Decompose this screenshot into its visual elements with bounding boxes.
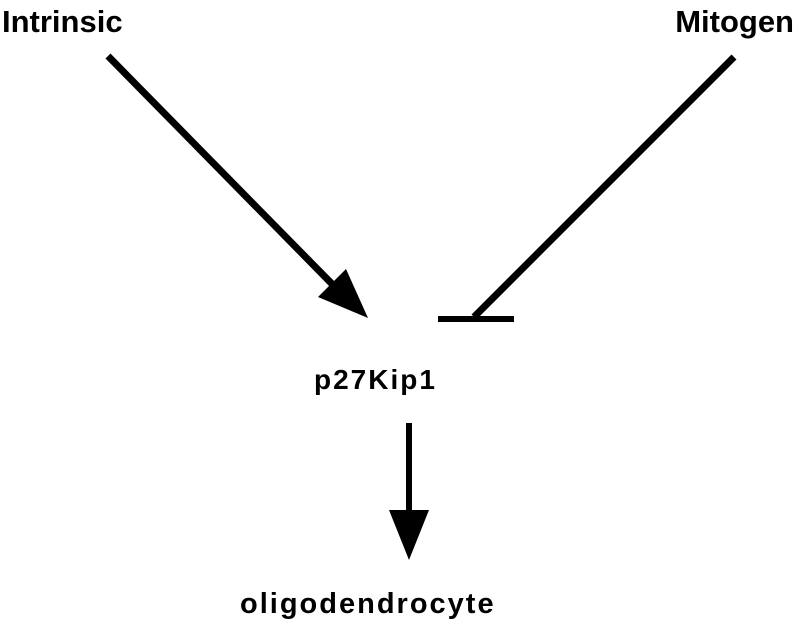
edge-mitogen-shaft xyxy=(471,54,737,320)
node-oligodendrocyte-label: oligodendrocyte xyxy=(240,588,496,620)
node-mitogen-label: Mitogen xyxy=(675,4,794,39)
node-intrinsic-label: Intrinsic xyxy=(2,4,123,39)
edge-p27-to-oligodendrocyte xyxy=(389,423,429,560)
edge-intrinsic-shaft xyxy=(105,53,339,291)
edge-intrinsic-arrowhead xyxy=(318,269,368,318)
edge-intrinsic-to-p27 xyxy=(105,53,368,318)
edge-mitogen-to-p27 xyxy=(438,54,737,322)
edge-p27-arrowhead xyxy=(389,510,429,560)
node-p27kip1-label: p27Kip1 xyxy=(314,364,437,395)
